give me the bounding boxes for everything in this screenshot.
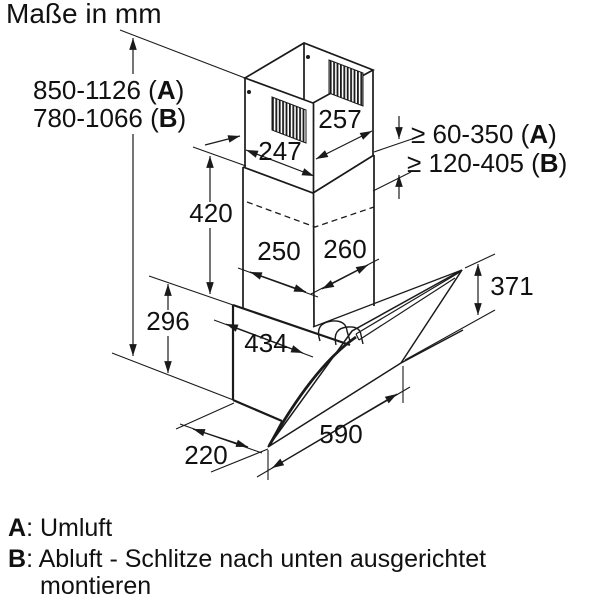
dim-lower-depth: 260 [323,234,366,264]
label-backing-heights [30,74,214,134]
dim-upper-depth: 257 [318,104,361,134]
legend: A: Umluft B: Abluft - Schlitze nach unte… [8,514,486,600]
dim-top-width: 434 [244,328,287,358]
telescope-joint-dashed-line [246,201,375,228]
dim-upper-width: 247 [258,136,301,166]
legend-line-b2: montieren [40,572,151,600]
dim-glass-width: 590 [319,419,362,449]
dim-line-434 [225,323,304,354]
dim-glass-height: 371 [490,271,533,301]
dim-line-220 [192,428,249,448]
dim-line-247 [245,149,315,177]
dim-body-height: 296 [146,306,189,336]
vent-slots-left [271,96,307,144]
dim-line-260 [321,264,369,290]
vent-slots-right [328,59,364,107]
hood-top-front-edge [312,269,463,328]
label-backing-296 [148,310,188,336]
dim-lower-height: 420 [189,198,232,228]
legend-line-a: A: Umluft [8,514,112,542]
dim-clearance-a: ≥ 60-350 (A) [411,119,557,149]
legend-line-b: B: Abluft - Schlitze nach unten ausgeric… [8,545,486,573]
dim-line-250 [249,271,307,293]
dim-total-height-a: 850-1126 (A) [33,75,184,105]
label-backing-420 [191,202,231,228]
chimney-upper-section [243,42,376,193]
dim-bottom-depth: 220 [184,440,227,470]
dimension-labels: Maße in mm 850-1126 (A) 780-1066 (B) ≥ 6… [6,0,567,470]
mounting-hole-back [306,55,310,59]
duct-outlet-scrolls [317,320,364,346]
diagram-title: Maße in mm [6,0,162,29]
dim-line-590 [271,393,398,469]
dim-line-257 [315,130,373,160]
dim-lower-width: 250 [257,236,300,266]
glass-edge-highlight [355,271,461,341]
leader-arrow-chimney [204,135,241,146]
dim-clearance-b: ≥ 120-405 (B) [407,148,567,178]
mounting-hole-left [247,90,251,94]
dim-total-height-b: 780-1066 (B) [33,103,186,133]
